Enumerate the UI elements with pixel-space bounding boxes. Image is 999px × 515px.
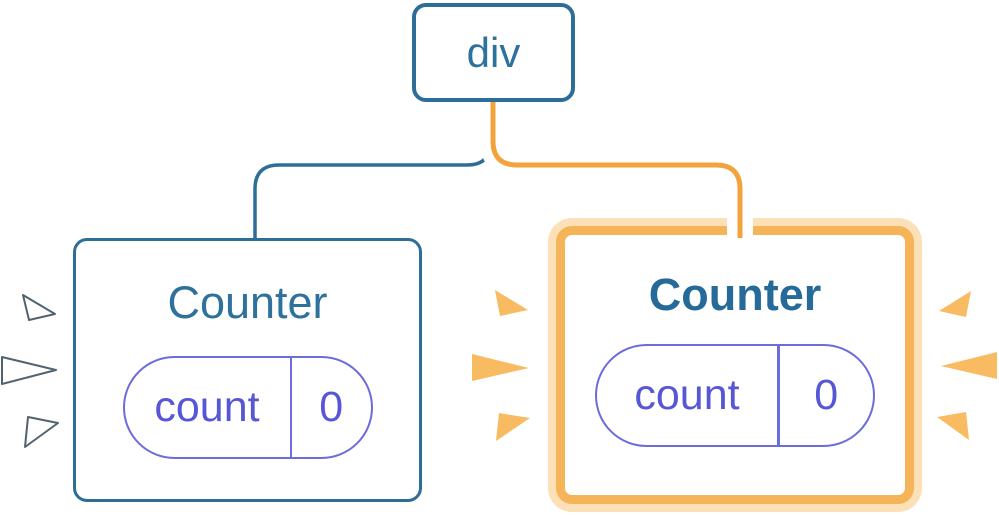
state-value-right: 0 [814,371,839,420]
spark-ray-icon [496,413,530,441]
state-value-left: 0 [319,383,344,432]
spark-ray-icon [24,416,59,448]
root-div-node: div [412,3,575,102]
counter-card-right-highlight-ring: Counter count 0 [548,218,922,512]
spark-ray-icon [472,354,529,381]
state-key-left: count [154,383,260,432]
counter-title-left: Counter [167,277,328,328]
state-key-right: count [634,371,740,420]
spark-ray-icon [22,294,56,321]
spark-ray-icon [937,412,969,440]
counter-card-left: Counter count 0 [73,238,422,502]
edge-to-left-counter [253,103,493,240]
orange-burst-icon-right [937,291,997,440]
spark-ray-icon [495,290,528,316]
state-pill-right: count 0 [595,344,875,448]
counter-card-right: Counter count 0 [556,226,914,504]
pill-divider [777,346,780,446]
pill-divider [289,358,292,458]
root-div-label: div [466,28,521,76]
white-burst-icon [1,294,59,448]
spark-ray-icon [1,356,57,385]
state-pill-left: count 0 [122,356,373,460]
counter-title-right: Counter [648,269,822,320]
spark-ray-icon [941,352,997,379]
spark-ray-icon [939,291,971,317]
orange-burst-icon-left [472,290,530,441]
